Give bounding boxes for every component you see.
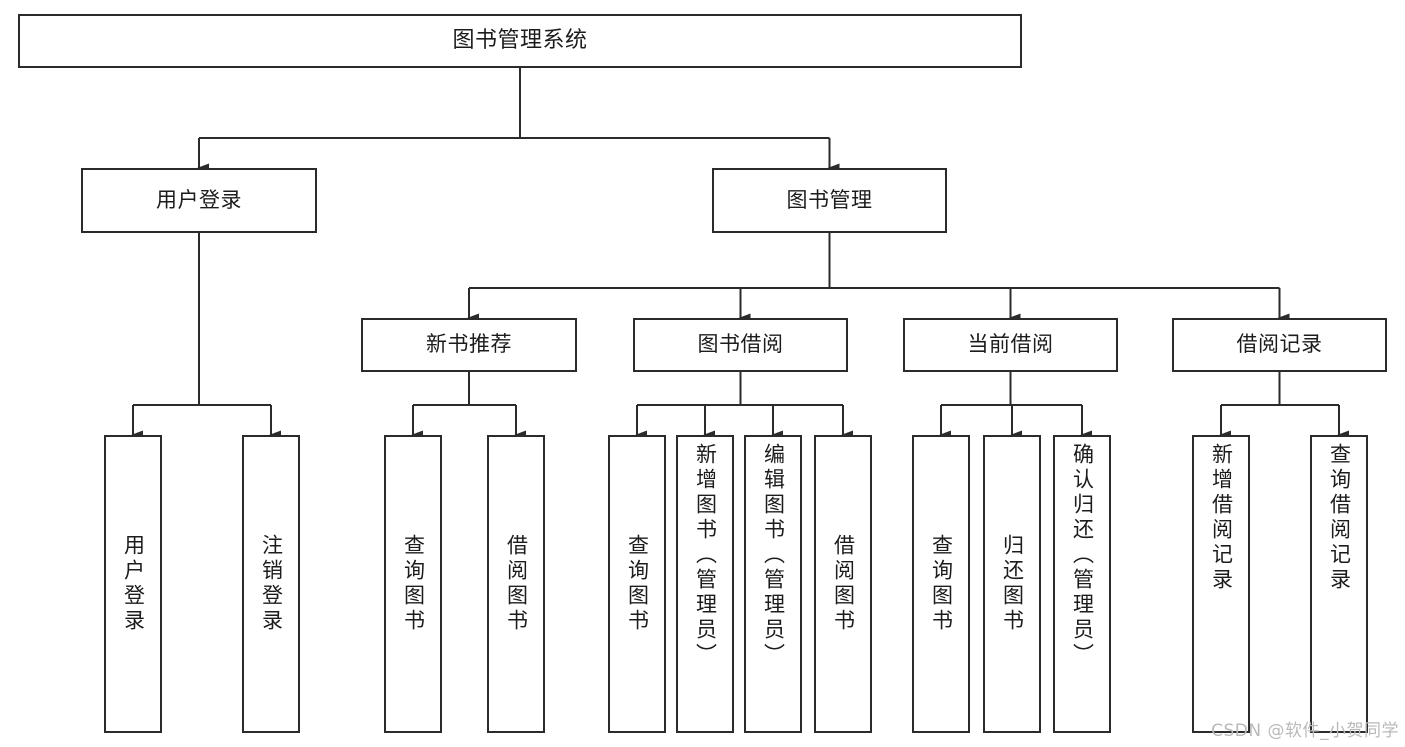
node-login[interactable]: 用户登录 [81,168,317,233]
node-label: 当前借阅 [967,332,1054,357]
node-label: 注销登录 [259,534,284,634]
node-newbook[interactable]: 新书推荐 [361,318,577,372]
node-leaf-cur-2[interactable]: 归还图书 [983,435,1041,733]
node-label: 查询图书 [401,534,426,634]
node-borrow[interactable]: 图书借阅 [633,318,848,372]
node-leaf-new-1[interactable]: 查询图书 [384,435,442,733]
node-leaf-rec-1[interactable]: 新增借阅记录 [1192,435,1250,733]
node-label: 确认归还（管理员） [1070,443,1095,668]
node-leaf-bor-2[interactable]: 新增图书（管理员） [676,435,734,733]
node-label: 新增图书（管理员） [693,443,718,668]
node-leaf-login-2[interactable]: 注销登录 [242,435,300,733]
node-current[interactable]: 当前借阅 [903,318,1118,372]
node-label: 查询借阅记录 [1327,443,1352,593]
node-label: 用户登录 [121,534,146,634]
node-records[interactable]: 借阅记录 [1172,318,1387,372]
node-bookmgmt[interactable]: 图书管理 [712,168,947,233]
node-label: 借阅图书 [831,534,856,634]
node-label: 新书推荐 [426,332,512,357]
node-leaf-new-2[interactable]: 借阅图书 [487,435,545,733]
node-leaf-login-1[interactable]: 用户登录 [104,435,162,733]
node-label: 查询图书 [625,534,650,634]
node-root[interactable]: 图书管理系统 [18,14,1022,68]
node-leaf-bor-4[interactable]: 借阅图书 [814,435,872,733]
node-label: 图书借阅 [697,332,784,357]
node-label: 查询图书 [929,534,954,634]
node-leaf-cur-1[interactable]: 查询图书 [912,435,970,733]
node-label: 图书管理系统 [452,27,588,53]
node-leaf-rec-2[interactable]: 查询借阅记录 [1310,435,1368,733]
node-label: 归还图书 [1000,534,1025,634]
node-label: 借阅图书 [504,534,529,634]
node-leaf-cur-3[interactable]: 确认归还（管理员） [1053,435,1111,733]
node-leaf-bor-1[interactable]: 查询图书 [608,435,666,733]
node-label: 新增借阅记录 [1209,443,1234,593]
node-label: 编辑图书（管理员） [761,443,786,668]
node-label: 图书管理 [786,187,873,212]
edges [131,68,1349,440]
node-leaf-bor-3[interactable]: 编辑图书（管理员） [744,435,802,733]
node-label: 借阅记录 [1236,332,1323,357]
watermark: CSDN @软件_小贺同学 [1211,721,1399,741]
node-label: 用户登录 [156,187,242,212]
